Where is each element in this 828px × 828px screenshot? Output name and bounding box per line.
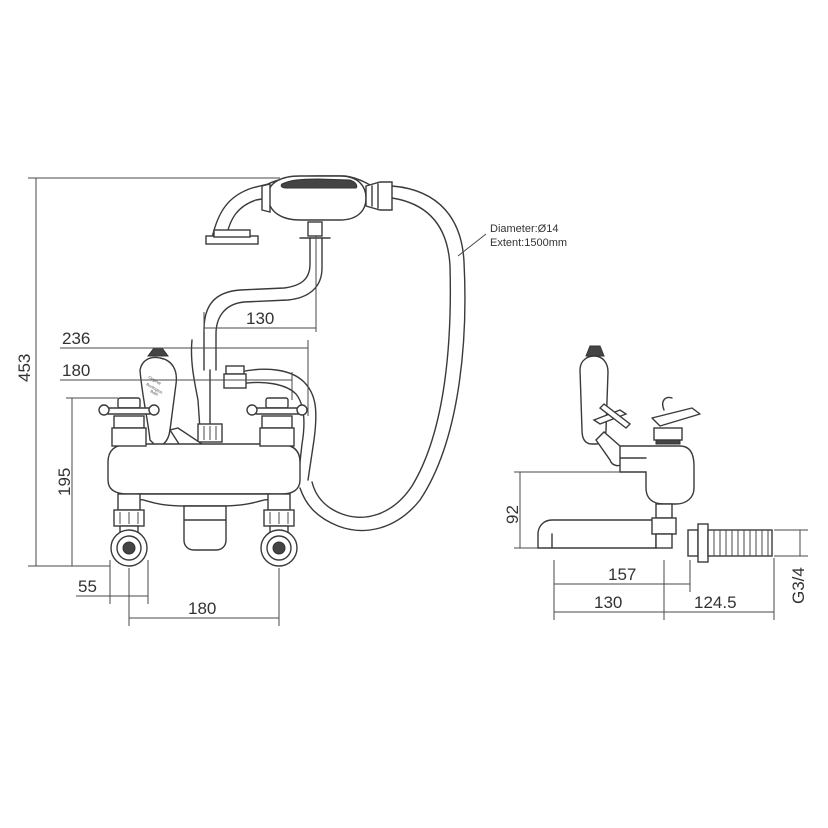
left-crosshead-tap [98,397,160,447]
flexible-hose [239,185,466,532]
dim-195: 195 [55,468,74,496]
handle-label-line3: Bath [150,389,160,397]
dim-180-top: 180 [62,361,90,380]
left-leg-union [110,493,148,567]
dim-453: 453 [15,354,34,382]
hose-extent-note: Extent:1500mm [490,237,567,249]
hose-diameter-note: Diameter:Ø14 [490,223,558,235]
diverter-fittings [197,365,247,443]
dim-236: 236 [62,329,90,348]
front-dimensions: 453 236 180 130 195 55 180 [15,177,317,626]
mixer-body [107,443,301,551]
right-leg-union [260,493,298,567]
shower-handset [205,175,393,245]
side-view-mixer [537,345,773,563]
dim-130-side: 130 [594,593,622,612]
dim-55: 55 [78,577,97,596]
dim-124-5: 124.5 [694,593,737,612]
right-crosshead-tap [246,397,308,447]
side-dimensions: 92 157 130 124.5 G3/4 [503,471,808,620]
dim-thread-g3-4: G3/4 [789,567,808,604]
dim-157: 157 [608,565,636,584]
dim-180-bottom: 180 [188,599,216,618]
thread-lines [713,530,769,556]
dim-92: 92 [503,505,522,524]
front-view-mixer: Original Burlington Bath [98,175,466,567]
hose-note: Diameter:Ø14 Extent:1500mm [457,223,567,257]
dim-130-front: 130 [246,309,274,328]
handset-cradle-pipe [190,237,323,431]
